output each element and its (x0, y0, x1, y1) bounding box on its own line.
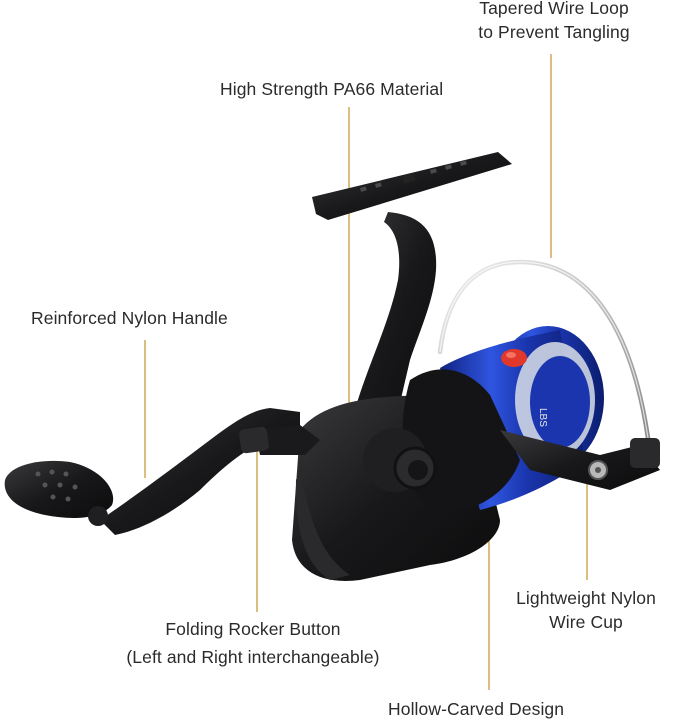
callout-handle-text: Reinforced Nylon Handle (31, 308, 228, 328)
reel-stem (350, 212, 437, 430)
reel-foot (312, 152, 512, 220)
drag-knob (501, 349, 527, 367)
callout-material: High Strength PA66 Material (220, 77, 443, 101)
callout-rocker-line2: (Left and Right interchangeable) (126, 647, 380, 667)
rocker-button (239, 426, 269, 454)
callout-wire-loop-line1: Tapered Wire Loop (479, 0, 629, 18)
callout-wire-cup-line1: Lightweight Nylon (516, 588, 656, 608)
callout-material-text: High Strength PA66 Material (220, 79, 444, 99)
callout-wire-loop-line2: to Prevent Tangling (478, 22, 630, 42)
callout-wire-cup: Lightweight Nylon Wire Cup (496, 586, 676, 634)
callout-hollow-text: Hollow-Carved Design (388, 699, 565, 719)
callout-wire-cup-line2: Wire Cup (549, 612, 623, 632)
callout-rocker: Folding Rocker Button (Left and Right in… (98, 617, 408, 669)
callout-rocker-line1: Folding Rocker Button (165, 619, 341, 639)
callout-handle: Reinforced Nylon Handle (31, 306, 228, 330)
handle-arm (100, 408, 300, 535)
svg-text:LBS: LBS (537, 408, 548, 427)
handle-knob (4, 460, 114, 518)
callout-hollow: Hollow-Carved Design (388, 697, 564, 721)
callout-wire-loop: Tapered Wire Loop to Prevent Tangling (440, 0, 668, 44)
